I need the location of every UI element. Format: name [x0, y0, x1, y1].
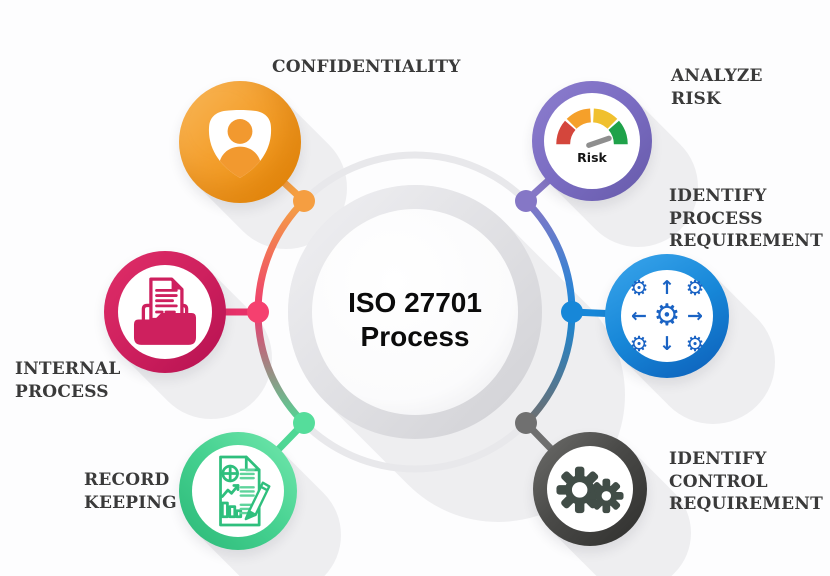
risk-gauge-icon — [556, 108, 628, 148]
gauge-segment-orange — [566, 108, 592, 130]
dot-internal-process — [247, 301, 269, 323]
label-record-keeping: RECORD KEEPING — [84, 470, 177, 513]
center-disc — [312, 209, 518, 415]
arrow-up-icon: ↑ — [659, 276, 675, 299]
gear-icon: ⚙ — [653, 298, 681, 333]
dot-record-keeping — [293, 412, 315, 434]
node-internal-process — [104, 251, 226, 373]
node-record-keeping — [179, 432, 297, 550]
gear-icon: ⚙ — [629, 275, 649, 300]
arrow-down-icon: ↓ — [659, 332, 675, 355]
gauge-segment-green — [608, 120, 628, 145]
center-title-line2: Process — [360, 321, 470, 352]
node-identify-control-requirement — [533, 432, 647, 546]
label-confidentiality: CONFIDENTIALITY — [272, 57, 461, 77]
center-title-line1: ISO 27701 — [348, 287, 482, 318]
gear-icon: ⚙ — [685, 275, 705, 300]
dot-confidentiality — [293, 190, 315, 212]
control-gears-icon — [556, 466, 624, 514]
center-title: ISO 27701 Process — [305, 286, 525, 354]
document-pencil-icon — [219, 455, 271, 527]
arrow-right-icon: → — [687, 304, 703, 327]
ring-arc-bottom — [301, 420, 529, 473]
node-confidentiality — [179, 81, 301, 203]
gauge-segment-red — [556, 120, 576, 145]
node-identify-process-requirement: ⚙ ↑ ⚙ ← ⚙ → ⚙ ↓ ⚙ — [605, 254, 729, 378]
node-analyze-risk: Risk — [532, 81, 652, 201]
gear-icon: ⚙ — [685, 331, 705, 356]
ring-arc-top — [301, 151, 529, 204]
shield-user-icon — [208, 109, 272, 178]
dot-control-req — [515, 412, 537, 434]
gauge-segment-yellow — [592, 108, 618, 130]
gear-icon: ⚙ — [629, 331, 649, 356]
label-identify-process-requirement: IDENTIFY PROCESS REQUIREMENT — [669, 186, 823, 251]
label-internal-process: INTERNAL PROCESS — [15, 359, 121, 402]
label-identify-control-requirement: IDENTIFY CONTROL REQUIREMENT — [669, 449, 823, 514]
process-gears-icon: ⚙ ↑ ⚙ ← ⚙ → ⚙ ↓ ⚙ — [625, 274, 709, 358]
label-analyze-risk: ANALYZE RISK — [671, 66, 763, 109]
gauge-needle — [586, 135, 612, 148]
folder-documents-icon — [133, 277, 197, 345]
arrow-left-icon: ← — [631, 304, 647, 327]
ring-dots — [247, 190, 583, 434]
dot-analyze-risk — [515, 190, 537, 212]
dot-process-req — [561, 301, 583, 323]
gauge-label: Risk — [577, 150, 607, 165]
